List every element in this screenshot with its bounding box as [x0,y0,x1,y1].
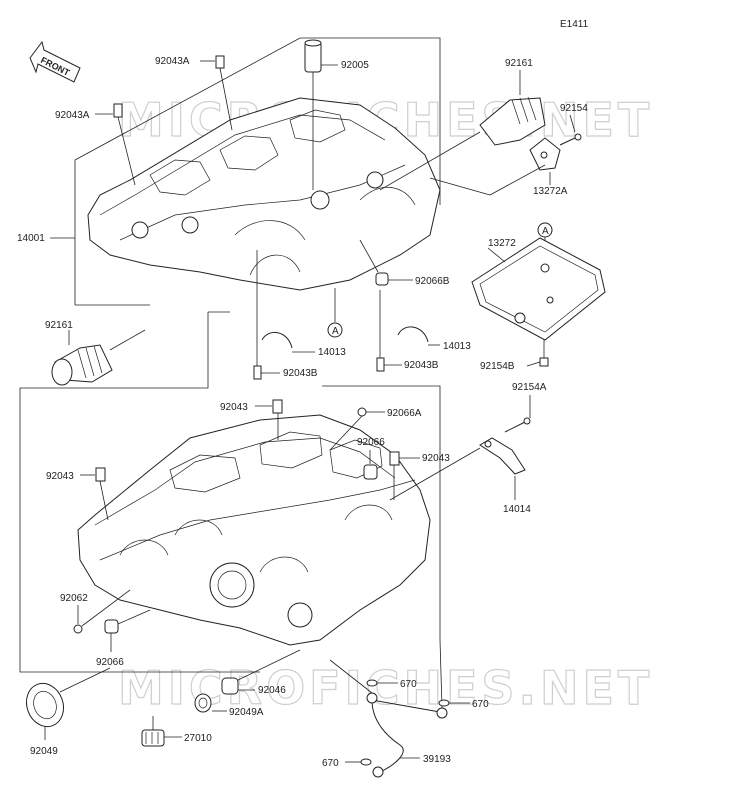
pin-92043-top [255,399,283,440]
label-92066-right: 92066 [357,437,385,448]
front-arrow-icon: FRONT [29,40,81,83]
label-670-right: 670 [472,699,489,710]
diagram-code: E1411 [560,19,589,30]
plug-92066a [329,407,385,451]
upper-crankcase-frame [74,37,441,306]
label-14013-right: 14013 [443,341,471,352]
pin-92043-left [80,467,109,521]
svg-text:A: A [332,326,339,337]
label-14001: 14001 [17,233,45,244]
pin-92043a-left [95,103,136,186]
label-92154b: 92154B [480,361,515,372]
fitting-92161-top [379,70,546,191]
switch-27010 [141,716,182,747]
label-92161-top: 92161 [505,58,533,69]
label-13272a: 13272A [533,186,568,197]
label-92161-left: 92161 [45,320,73,331]
label-92066a: 92066A [387,408,422,419]
label-39193: 39193 [423,754,451,765]
cover-13272 [471,237,606,341]
label-13272: 13272 [488,238,516,249]
oil-seal-92049 [25,667,111,740]
dowel-92005 [304,39,338,190]
pin-92043a-top [200,55,233,131]
oil-pipe-39193 [329,639,448,778]
label-92066b: 92066B [415,276,450,287]
plug-92062 [73,589,131,634]
washer-670-top [366,679,398,687]
label-92062: 92062 [60,593,88,604]
pin-92043b-right [376,290,402,372]
label-92043b-right: 92043B [404,360,439,371]
plug-92066-right [363,450,378,480]
label-14014: 14014 [503,504,531,515]
label-92066-left: 92066 [96,657,124,668]
plate-13272a [429,137,561,196]
svg-text:A: A [542,226,549,237]
label-92043a-top: 92043A [155,56,190,67]
label-670-bottom: 670 [322,758,339,769]
lower-crankcase-frame [19,311,441,673]
label-670-top: 670 [400,679,417,690]
label-92049: 92049 [30,746,58,757]
bolt-92154 [559,114,582,146]
label-92005: 92005 [341,60,369,71]
plug-92066-left [104,609,151,652]
fitting-92161-left [51,329,146,386]
label-92154: 92154 [560,103,588,114]
bearing-14013-right [397,326,440,346]
plate-14014 [389,437,526,501]
label-92154a: 92154A [512,382,547,393]
pin-92043-right [389,451,420,500]
lower-crankcase [77,414,431,646]
plug-92046 [221,649,301,695]
label-92043a-left: 92043A [55,110,90,121]
bearing-14013-left [261,332,315,353]
label-92043-right: 92043 [422,453,450,464]
callout-a-mid: A [327,288,343,338]
washer-670-right [438,699,470,707]
oring-92049a [194,693,227,713]
label-92043b-left: 92043B [283,368,318,379]
plug-92066b [359,239,413,286]
label-27010: 27010 [184,733,212,744]
label-14013-left: 14013 [318,347,346,358]
label-92043-top: 92043 [220,402,248,413]
pin-92043b-left [253,250,280,380]
washer-670-bottom [345,758,372,766]
label-92049a: 92049A [229,707,264,718]
label-92046: 92046 [258,685,286,696]
bolt-92154b [526,340,549,367]
bolt-92154a [504,395,531,433]
label-92043-left: 92043 [46,471,74,482]
